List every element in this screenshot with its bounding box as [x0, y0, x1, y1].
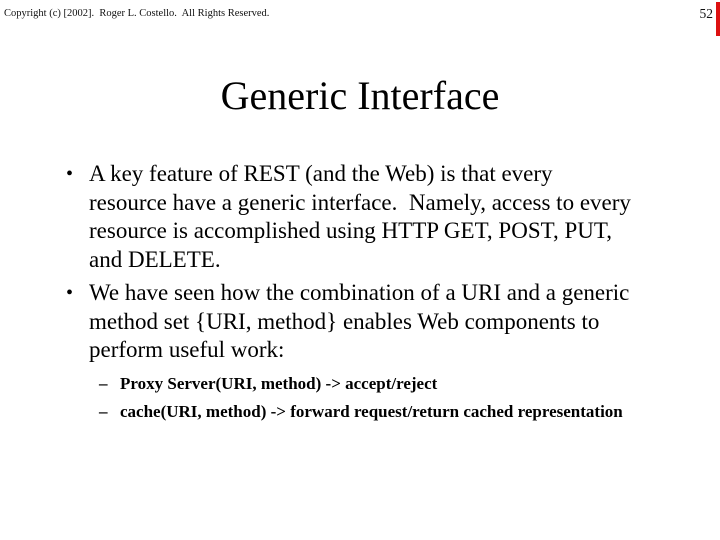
slide-title: Generic Interface	[220, 73, 500, 118]
slide-edge-marker	[716, 2, 720, 36]
bullet-text: We have seen how the combination of a UR…	[89, 280, 630, 362]
bullet-text: A key feature of REST (and the Web) is t…	[89, 161, 631, 272]
bullet-item: • A key feature of REST (and the Web) is…	[66, 160, 700, 274]
dash-icon: –	[99, 401, 108, 421]
bullet-icon: •	[66, 282, 74, 304]
dash-icon: –	[99, 373, 108, 393]
sub-bullet-item: – Proxy Server(URI, method) -> accept/re…	[99, 373, 700, 394]
sub-bullet-item: – cache(URI, method) -> forward request/…	[99, 401, 700, 422]
sub-bullet-text: Proxy Server(URI, method) -> accept/reje…	[120, 373, 438, 393]
copyright-notice: Copyright (c) [2002]. Roger L. Costello.…	[4, 8, 270, 19]
page-number: 52	[699, 6, 714, 21]
sub-bullet-text: cache(URI, method) -> forward request/re…	[120, 401, 623, 421]
slide-body: • A key feature of REST (and the Web) is…	[66, 160, 700, 422]
bullet-item: • We have seen how the combination of a …	[66, 279, 700, 365]
bullet-icon: •	[66, 163, 74, 185]
